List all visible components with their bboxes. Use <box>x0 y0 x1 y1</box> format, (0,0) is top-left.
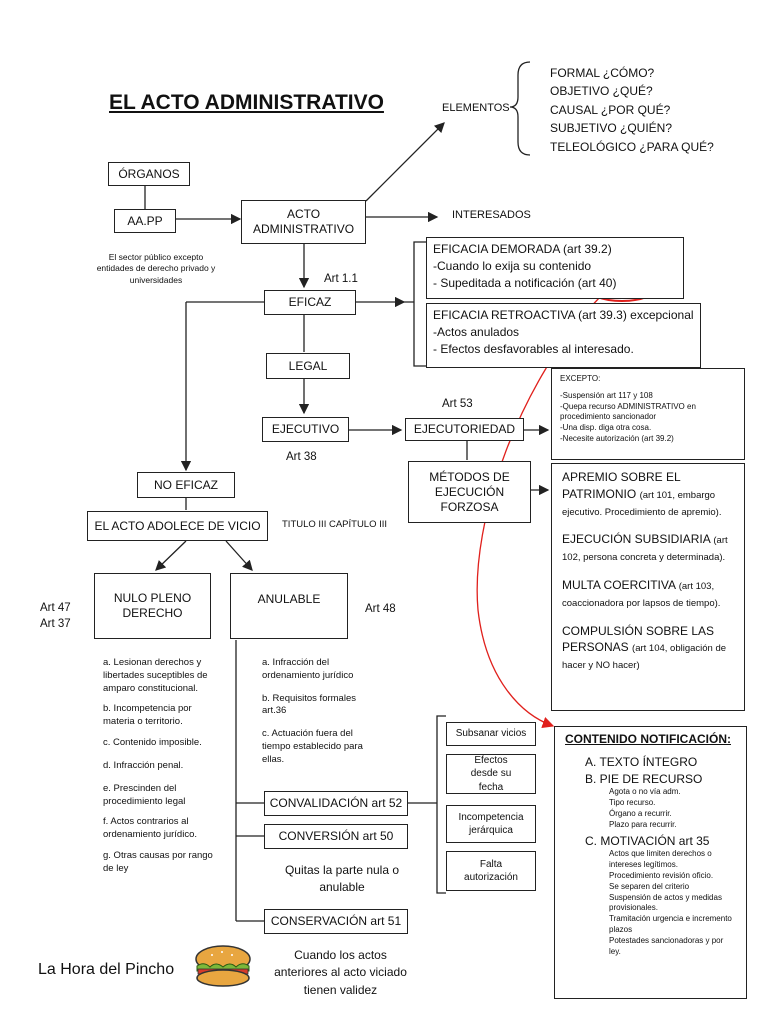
excepto-item: -Una disp. diga otra cosa. <box>560 423 652 433</box>
notificacion-a: A. TEXTO ÍNTEGRO <box>585 754 698 769</box>
art-37-label: Art 37 <box>40 618 71 630</box>
legal-box: LEGAL <box>266 353 350 379</box>
metodo-detail: (art 102, persona concreta y determinada… <box>562 535 728 564</box>
metodo-detail: (art 103, coaccionadora por lapsos de ti… <box>562 581 721 609</box>
metodo-subsidiaria: EJECUCIÓN SUBSIDIARIA (art 102, persona … <box>562 531 734 565</box>
falta-autorizacion-box: Falta autorización <box>446 851 536 891</box>
anulable-causas-list: a. Infracción del ordenamiento jurídico … <box>262 657 382 767</box>
contenido-notificacion-box: CONTENIDO NOTIFICACIÓN: A. TEXTO ÍNTEGRO… <box>554 726 747 999</box>
eficacia-retroactiva-title: EFICACIA RETROACTIVA (art 39.3) excepcio… <box>433 308 694 322</box>
anulable-causa: b. Requisitos formales art.36 <box>262 692 356 717</box>
nulo-causa: b. Incompetencia por materia o territori… <box>103 703 192 728</box>
eficacia-demorada-title: EFICACIA DEMORADA (art 39.2) <box>433 242 612 256</box>
notificacion-b-item: Órgano a recurrir. <box>609 808 672 818</box>
eficaz-box: EFICAZ <box>264 290 356 315</box>
ejecutivo-box: EJECUTIVO <box>262 417 349 442</box>
nulo-causa: c. Contenido imposible. <box>103 737 202 749</box>
metodo-detail: (art 101, embargo ejecutivo. Procedimien… <box>562 489 722 518</box>
notificacion-c-item: Potestades sancionadoras y por ley. <box>609 935 724 956</box>
eficacia-demorada-item: -Cuando lo exija su contenido <box>433 258 592 273</box>
metodo-title: EJECUCIÓN SUBSIDIARIA <box>562 532 711 547</box>
subsanar-vicios-box: Subsanar vicios <box>446 722 536 746</box>
quitas-text: Quitas la parte nula o anulable <box>284 863 400 895</box>
incompetencia-box: Incompetencia jerárquica <box>446 805 536 843</box>
excepto-item: -Quepa recurso ADMINISTRATIVO en procedi… <box>560 401 696 422</box>
notificacion-c-items: Actos que limiten derechos o intereses l… <box>609 849 736 957</box>
notificacion-b-items: Agota o no vía adm. Tipo recurso. Órgano… <box>609 787 736 830</box>
notificacion-c-item: Tramitación urgencia e incremento plazos <box>609 914 732 934</box>
eficacia-demorada-item: - Supeditada a notificación (art 40) <box>433 275 617 290</box>
metodo-title: APREMIO SOBRE EL PATRIMONIO <box>562 470 681 501</box>
conservacion-box: CONSERVACIÓN art 51 <box>264 909 408 934</box>
eficacia-retroactiva-box: EFICACIA RETROACTIVA (art 39.3) excepcio… <box>426 303 701 368</box>
cuando-text: Cuando los actos anteriores al acto vici… <box>274 948 407 997</box>
convalidacion-box: CONVALIDACIÓN art 52 <box>264 791 408 816</box>
nulo-causa: g. Otras causas por rango de ley <box>103 849 213 874</box>
eficacia-retroactiva-item: -Actos anulados <box>433 324 520 339</box>
nulo-causas-list: a. Lesionan derechos y libertades sucept… <box>103 657 221 876</box>
excepto-box: EXCEPTO: -Suspensión art 117 y 108 -Quep… <box>551 368 745 460</box>
metodo-detail: (art 104, obligación de hacer y NO hacer… <box>562 643 727 672</box>
notificacion-b-item: Plazo para recurrir. <box>609 819 677 829</box>
notificacion-b-item: Agota o no vía adm. <box>609 787 681 797</box>
metodo-compulsion: COMPULSIÓN SOBRE LAS PERSONAS (art 104, … <box>562 623 734 673</box>
notificacion-c-item: Se separen del criterio <box>609 881 690 891</box>
art-47-label: Art 47 <box>40 602 71 614</box>
acto-administrativo-box: ACTO ADMINISTRATIVO <box>241 200 366 244</box>
excepto-title: EXCEPTO: <box>560 374 601 383</box>
sandwich-icon <box>195 945 251 987</box>
notificacion-c: C. MOTIVACIÓN art 35 <box>585 833 710 848</box>
logo-text: La Hora del Pincho <box>38 961 175 978</box>
acto-adolece-vicio-box: EL ACTO ADOLECE DE VICIO <box>87 511 268 541</box>
nulo-pleno-derecho-box: NULO PLENO DERECHO <box>94 573 211 639</box>
art-48-label: Art 48 <box>365 603 396 615</box>
nulo-causa: e. Prescinden del procedimiento legal <box>103 782 186 807</box>
art-53-label: Art 53 <box>442 398 473 410</box>
metodo-apremio: APREMIO SOBRE EL PATRIMONIO (art 101, em… <box>562 469 734 519</box>
elementos-label: ELEMENTOS <box>442 102 510 114</box>
notificacion-c-item: Procedimiento revisión oficio. <box>609 870 714 880</box>
elemento-item: CAUSAL ¿POR QUÉ? <box>550 102 671 117</box>
metodo-title: MULTA COERCITIVA <box>562 578 676 593</box>
page-title: EL ACTO ADMINISTRATIVO <box>109 91 384 114</box>
organos-box: ÓRGANOS <box>108 162 190 186</box>
notificacion-b-item: Tipo recurso. <box>609 798 656 808</box>
eficacia-demorada-box: EFICACIA DEMORADA (art 39.2) -Cuando lo … <box>426 237 684 299</box>
nulo-causa: a. Lesionan derechos y libertades sucept… <box>103 657 208 694</box>
art-38-label: Art 38 <box>286 451 317 463</box>
notificacion-c-item: Suspensión de actos y medidas provisiona… <box>609 892 722 913</box>
metodo-title: COMPULSIÓN SOBRE LAS PERSONAS <box>562 623 715 655</box>
ejecutoriedad-box: EJECUTORIEDAD <box>405 418 524 441</box>
anulable-causa: c. Actuación fuera del tiempo establecid… <box>262 728 363 765</box>
elemento-item: OBJETIVO ¿QUÉ? <box>550 84 653 99</box>
no-eficaz-box: NO EFICAZ <box>137 472 235 498</box>
nulo-causa: f. Actos contrarios al ordenamiento jurí… <box>103 816 197 841</box>
elemento-item: TELEOLÓGICO ¿PARA QUÉ? <box>550 139 714 154</box>
excepto-item: -Necesite autorización (art 39.2) <box>560 433 674 443</box>
excepto-item: -Suspensión art 117 y 108 <box>560 390 653 400</box>
art-1-1-label: Art 1.1 <box>324 273 358 285</box>
metodo-multa: MULTA COERCITIVA (art 103, coaccionadora… <box>562 577 734 611</box>
notificacion-c-item: Actos que limiten derechos o intereses l… <box>609 849 712 870</box>
metodos-list-box: APREMIO SOBRE EL PATRIMONIO (art 101, em… <box>551 463 745 711</box>
elemento-item: FORMAL ¿CÓMO? <box>550 66 655 80</box>
metodos-ejecucion-box: MÉTODOS DE EJECUCIÓN FORZOSA <box>408 461 531 523</box>
aapp-note: El sector público excepto entidades de d… <box>96 252 216 285</box>
efectos-fecha-box: Efectos desde su fecha <box>446 754 536 794</box>
interesados-label: INTERESADOS <box>452 209 531 221</box>
elemento-item: SUBJETIVO ¿QUIÉN? <box>550 121 673 136</box>
eficacia-retroactiva-item: - Efectos desfavorables al interesado. <box>433 341 634 356</box>
notificacion-b: B. PIE DE RECURSO <box>585 771 703 786</box>
anulable-box: ANULABLE <box>230 573 348 639</box>
elementos-list: FORMAL ¿CÓMO? OBJETIVO ¿QUÉ? CAUSAL ¿POR… <box>550 64 714 156</box>
anulable-causa: a. Infracción del ordenamiento jurídico <box>262 657 354 681</box>
aapp-box: AA.PP <box>114 209 176 233</box>
nulo-causa: d. Infracción penal. <box>103 759 184 771</box>
titulo-iii-label: TITULO III CAPÍTULO III <box>282 519 388 530</box>
notificacion-heading: CONTENIDO NOTIFICACIÓN: <box>565 732 731 746</box>
conversion-box: CONVERSIÓN art 50 <box>264 824 408 849</box>
